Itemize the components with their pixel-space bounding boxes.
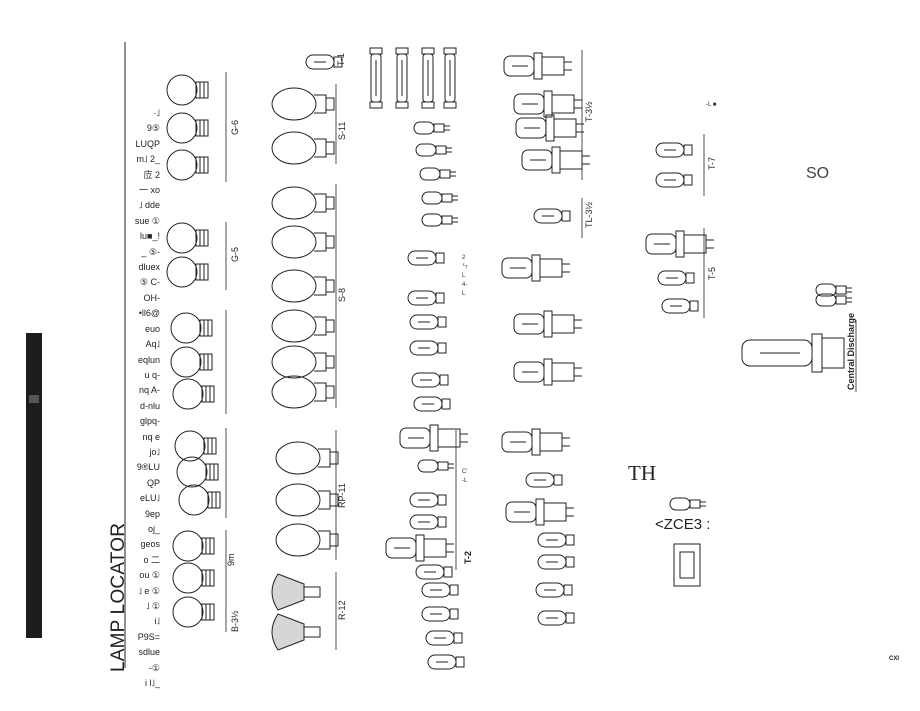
left-text-line: ⑤ C-: [139, 277, 160, 288]
mark-so: SO: [806, 165, 830, 182]
label-t1: T-1: [336, 52, 346, 66]
left-text-line: ou ①: [139, 570, 160, 581]
left-text-line: QP: [146, 477, 160, 488]
left-text-line: euo: [144, 323, 160, 334]
column-t7-t5-bulbs: [645, 134, 715, 587]
mark-t2-side: 2 ㄣ L 4- L: [462, 255, 469, 297]
left-text-line: nq A-: [138, 385, 160, 396]
left-text-line: sue ①: [134, 215, 160, 226]
left-text-line: o 二: [143, 554, 160, 565]
left-text-line: OH-: [143, 292, 161, 303]
label-t7: T-7: [707, 156, 717, 170]
left-text-line: P9S=: [137, 631, 160, 642]
left-text-line: eLU˩: [140, 493, 160, 504]
left-text-line: 一 xo: [138, 185, 160, 196]
left-text-line: 9ep: [144, 508, 160, 519]
label-g6: G-6: [230, 119, 240, 135]
left-text-line: eqlun: [137, 354, 160, 365]
left-text-line: 9®LU: [136, 462, 160, 473]
left-text-line: nq e: [142, 431, 160, 442]
left-text-line: •ll6@: [138, 308, 160, 319]
label-nine-m: 9m: [226, 553, 236, 566]
left-text-line: ˩ e ①: [138, 585, 160, 596]
label-r12: R-12: [337, 600, 347, 620]
column-s-bulbs: [271, 84, 339, 651]
left-text-line: i l˩_: [145, 678, 160, 689]
label-central-discharge: Central Discharge: [846, 312, 856, 390]
label-s8: S-8: [337, 287, 347, 302]
label-rp11: RP-11: [337, 483, 347, 508]
left-text-line: _ ⑤-: [141, 246, 160, 257]
left-text-line: m˩ 2_: [136, 154, 160, 165]
left-text-line: dluex: [138, 262, 160, 273]
left-text-line: -①: [148, 662, 160, 673]
left-text-line: i˩: [154, 616, 160, 627]
label-g5: G-5: [230, 246, 240, 262]
column-central-discharge: [741, 283, 857, 392]
left-text-line: sdlue: [138, 647, 160, 658]
left-text-line: u q-: [144, 369, 160, 380]
mark-zce: <ZCE3 :: [655, 516, 711, 533]
label-t2: T-2: [463, 550, 473, 564]
left-text-line: glpq-: [139, 416, 160, 427]
mark-c-l: C' -L: [462, 469, 468, 484]
left-text-line: lu■_!: [140, 231, 160, 242]
sidebar-bar: [26, 333, 42, 638]
left-text-line: LUQP: [135, 138, 160, 149]
left-text-line: ˩ dde: [139, 200, 160, 211]
left-text-line: geos: [140, 539, 160, 550]
corner-mark: CXI: [889, 656, 900, 662]
left-column-text: ·˩ 9⑤ LUQP m˩ 2_ 㡴 2 一 xo ˩ dde sue ① lu…: [116, 106, 160, 691]
mark-th: TH: [628, 461, 656, 485]
left-text-line: 9⑤: [146, 123, 160, 134]
column-t-bulbs: [305, 47, 469, 670]
left-text-line: jo˩: [149, 446, 160, 457]
label-b3-5: B-3½: [230, 610, 240, 632]
left-text-line: oj_: [147, 523, 160, 534]
column-g-bulbs: [166, 72, 227, 632]
mark-tiny-r: -L ■: [706, 102, 717, 108]
left-text-line: 㡴 2: [143, 169, 160, 180]
label-t5: T-5: [707, 266, 717, 280]
left-text-line: d-nlu: [139, 400, 160, 411]
label-tl3-5: TL-3½: [584, 201, 594, 228]
left-text-line: Aq˩: [145, 339, 160, 350]
sidebar-tick: [29, 395, 39, 403]
label-t3-5: T-3½: [584, 101, 594, 122]
left-text-line: ·˩: [153, 108, 160, 118]
column-halogen-bulbs: [501, 50, 591, 626]
label-s11: S-11: [337, 121, 347, 140]
left-text-line: ˩ ①: [145, 601, 160, 611]
